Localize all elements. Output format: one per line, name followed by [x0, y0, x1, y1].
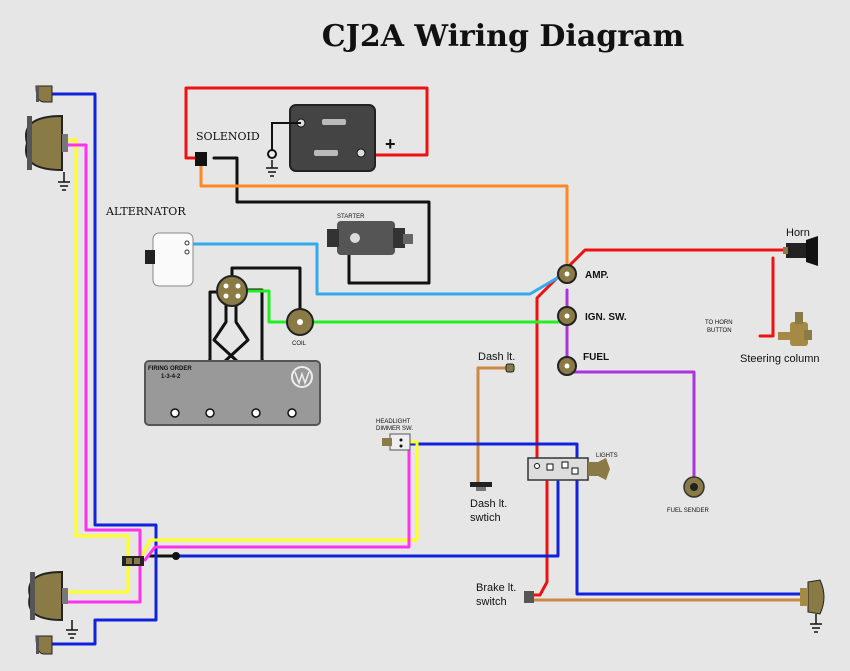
fuel-gauge-terminal	[557, 356, 577, 376]
engine-block	[144, 360, 321, 426]
wire-yellow	[60, 138, 419, 594]
tail-light-right	[800, 579, 825, 633]
horn	[783, 236, 818, 266]
alternator-label: ALTERNATOR	[105, 205, 186, 218]
fuel-sender	[683, 476, 705, 498]
dash-light-switch	[470, 482, 492, 491]
amp-gauge-terminal	[557, 264, 577, 284]
junction-block	[122, 552, 180, 566]
starter-motor	[327, 221, 413, 255]
headlight-dimmer-switch	[382, 433, 411, 451]
dash-light-label: Dash lt.	[478, 351, 515, 363]
ignition-coil	[286, 308, 314, 336]
wire-light-blue	[189, 242, 566, 296]
amp-label: AMP.	[585, 270, 609, 281]
wire-black-solenoid-starter	[212, 156, 431, 285]
alternator	[145, 232, 194, 287]
headlight-top-left	[25, 114, 70, 191]
brake-light-switch	[524, 591, 534, 603]
wire-blue-lights	[174, 480, 560, 558]
distributor	[216, 275, 248, 307]
wire-red-battery	[184, 86, 429, 160]
headlight-bottom-left	[28, 570, 78, 639]
dash-switch-label-2: swtich	[470, 512, 501, 524]
starter-label: STARTER	[337, 214, 365, 220]
solenoid-terminal	[195, 152, 207, 166]
coil-label: COIL	[292, 341, 307, 347]
dimmer-label: HEADLIGHT	[376, 419, 411, 425]
steering-column-label: Steering column	[740, 353, 820, 365]
dimmer-label-2: DIMMER SW.	[376, 426, 413, 432]
wire-green	[242, 289, 566, 324]
lights-label: LIGHTS	[596, 453, 618, 459]
wire-purple	[565, 288, 696, 484]
horn-label: Horn	[786, 227, 810, 239]
fuel-label: FUEL	[583, 352, 609, 363]
parking-light-top-left	[35, 85, 53, 103]
diagram-title: CJ2A Wiring Diagram	[322, 19, 685, 54]
ign-sw-label: IGN. SW.	[585, 312, 627, 323]
parking-light-bottom-left	[35, 635, 53, 655]
horn-button	[778, 312, 812, 346]
dash-switch-label: Dash lt.	[470, 498, 507, 510]
firing-order-value: 1-3-4-2	[161, 374, 181, 380]
fuel-sender-label: FUEL SENDER	[667, 508, 709, 514]
solenoid-battery	[266, 104, 376, 177]
wire-blue-left	[50, 92, 158, 646]
lights-switch	[527, 457, 610, 481]
brake-switch-label-2: switch	[476, 596, 507, 608]
firing-order-label: FIRING ORDER	[148, 366, 192, 372]
horn-button-label: BUTTON	[707, 328, 732, 334]
to-horn-label: TO HORN	[705, 320, 733, 326]
ignition-switch-terminal	[557, 306, 577, 326]
dash-light	[505, 363, 515, 373]
wire-blue-right	[575, 480, 810, 596]
wire-red-brake	[527, 480, 549, 597]
wire-brown-dash	[476, 366, 510, 484]
brake-switch-label: Brake lt.	[476, 582, 516, 594]
solenoid-label: SOLENOID	[196, 130, 260, 143]
wire-orange	[199, 163, 569, 270]
positive-terminal-label: +	[385, 134, 396, 154]
wire-red-horn-drop	[758, 256, 775, 338]
